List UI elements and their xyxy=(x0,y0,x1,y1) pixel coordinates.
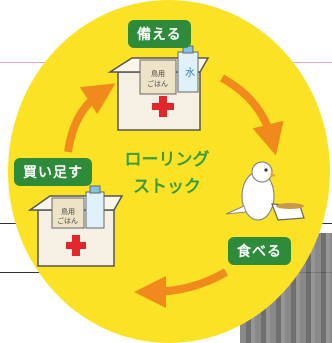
stock-box-top xyxy=(107,45,210,131)
badge-eat: 食べる xyxy=(228,237,291,265)
arrow-top-right xyxy=(220,74,284,156)
stock-box-left xyxy=(27,185,124,267)
left-box-sublabel: ごはん xyxy=(57,216,78,225)
top-box-sublabel: ごはん xyxy=(147,79,168,88)
arrow-bottom xyxy=(134,268,229,308)
title-line-1: ローリング xyxy=(124,150,210,170)
bird-eating-illustration xyxy=(225,161,305,221)
badge-prepare: 備える xyxy=(128,20,191,48)
title-line-2: ストック xyxy=(133,177,201,197)
arrow-left xyxy=(64,83,116,153)
badge-buy-more: 買い足す xyxy=(14,158,92,186)
top-box-label: 鳥用 xyxy=(151,69,165,78)
left-box-label: 鳥用 xyxy=(61,207,75,216)
rolling-stock-title: ローリング ストック xyxy=(112,147,222,201)
top-bottle-label: 水 xyxy=(185,67,195,79)
